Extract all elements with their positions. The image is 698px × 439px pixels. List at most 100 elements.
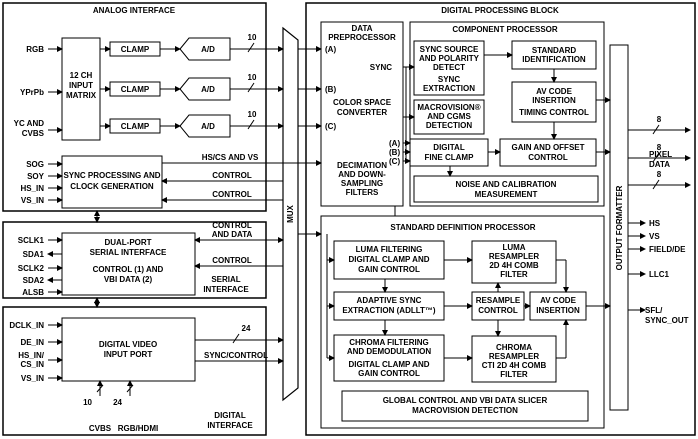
sync-source-label-5: EXTRACTION — [423, 84, 475, 93]
digital-processing-frame — [305, 2, 696, 436]
ad-label-1: A/D — [201, 45, 215, 54]
input-sclk1: SCLK1 — [18, 236, 45, 245]
resample-label-2: CONTROL — [478, 306, 518, 315]
noise-calibration-block — [413, 175, 599, 203]
pre-in-c: (C) — [325, 122, 336, 131]
av-code-label-2: INSERTION — [532, 96, 576, 105]
comp-in-c: (C) — [389, 157, 400, 166]
input-soy: SOY — [27, 172, 45, 181]
pre-label-2: PREPROCESSOR — [328, 33, 396, 42]
input-sda1: SDA1 — [23, 250, 45, 259]
input-cvbs: CVBS — [22, 129, 45, 138]
sync-source-label-4: SYNC — [438, 75, 460, 84]
output-formatter-label: OUTPUT FORMATTER — [615, 185, 624, 270]
decim-label-4: FILTERS — [346, 188, 379, 197]
chroma-res-label-3: CTI 2D 4H COMB — [482, 361, 547, 370]
global-control-block — [341, 390, 589, 422]
serial-block-label-1: DUAL-PORT — [104, 238, 151, 247]
luma-label-1: LUMA FILTERING — [356, 245, 423, 254]
sdp-title: STANDARD DEFINITION PROCESSOR — [390, 223, 535, 232]
analog-title: ANALOG INTERFACE — [93, 6, 176, 15]
noise-label-2: MEASUREMENT — [475, 190, 538, 199]
chroma-label-4: GAIN CONTROL — [358, 369, 420, 378]
cvbs-bottom-label: CVBS — [89, 424, 112, 433]
gain-offset-label-1: GAIN AND OFFSET — [511, 143, 584, 152]
serial-interface-label-1: SERIAL — [211, 275, 240, 284]
serial-interface-frame — [2, 221, 267, 299]
bus-width-1: 10 — [248, 33, 257, 42]
input-rgb: RGB — [26, 45, 44, 54]
sdp-av-code-label-2: INSERTION — [536, 306, 580, 315]
macro-label-2: AND CGMS — [427, 112, 471, 121]
std-id-label-2: IDENTIFICATION — [522, 55, 586, 64]
input-cs-in: CS_IN — [20, 360, 44, 369]
matrix-label-2: INPUT — [69, 81, 93, 90]
adaptive-label-1: ADAPTIVE SYNC — [357, 296, 422, 305]
chroma-res-label-1: CHROMA — [496, 343, 532, 352]
ad-label-3: A/D — [201, 122, 215, 131]
luma-res-label-4: FILTER — [500, 270, 528, 279]
av-code-label-3: TIMING CONTROL — [519, 108, 589, 117]
data-preprocessor-block — [320, 21, 404, 207]
chroma-label-3: DIGITAL CLAMP AND — [348, 360, 429, 369]
ad-label-2: A/D — [201, 85, 215, 94]
input-yprpb: YPrPb — [20, 88, 44, 97]
chroma-res-label-2: RESAMPLER — [489, 352, 539, 361]
sync-source-label-1: SYNC SOURCE — [420, 45, 479, 54]
decim-label-2: AND DOWN- — [338, 170, 386, 179]
sdp-frame — [320, 215, 605, 429]
std-id-label-1: STANDARD — [532, 46, 577, 55]
serial-interface-label-2: INTERFACE — [203, 285, 249, 294]
decim-label-3: SAMPLING — [341, 179, 383, 188]
sync-block-label-1: SYNC PROCESSING AND — [63, 171, 160, 180]
global-label-2: MACROVISION DETECTION — [412, 406, 518, 415]
input-de-in: DE_IN — [20, 338, 44, 347]
luma-res-label-2: RESAMPLER — [489, 252, 539, 261]
input-yc-and: YC AND — [14, 119, 45, 128]
clamp-label-3: CLAMP — [121, 122, 150, 131]
adaptive-label-2: EXTRACTION (ADLLT™) — [342, 306, 436, 315]
chroma-res-label-4: FILTER — [500, 370, 528, 379]
comp-in-a: (A) — [389, 139, 400, 148]
rgb-hdmi-label: RGB/HDMI — [118, 424, 158, 433]
clamp-label-2: CLAMP — [121, 85, 150, 94]
clamp-label-1: CLAMP — [121, 45, 150, 54]
digital-interface-label-2: INTERFACE — [207, 421, 253, 430]
sfl-label-1: SFL/ — [645, 306, 663, 315]
digital-interface-frame — [2, 306, 267, 436]
input-dclk-in: DCLK_IN — [9, 321, 44, 330]
serial-block-label-2: SERIAL INTERFACE — [90, 248, 167, 257]
sync-block-label-2: CLOCK GENERATION — [70, 182, 154, 191]
noise-label-1: NOISE AND CALIBRATION — [456, 180, 557, 189]
sdp-av-code-label-1: AV CODE — [540, 296, 577, 305]
input-sda2: SDA2 — [23, 276, 45, 285]
luma-res-label-3: 2D 4H COMB — [489, 261, 539, 270]
global-label-1: GLOBAL CONTROL AND VBI DATA SLICER — [383, 396, 548, 405]
csc-label-1: COLOR SPACE — [333, 98, 392, 107]
bus-width-24-bottom: 24 — [113, 398, 122, 407]
field-de-label: FIELD/DE — [649, 245, 686, 254]
input-vs-in: VS_IN — [21, 196, 44, 205]
sync-control-label: SYNC/CONTROL — [204, 351, 268, 360]
sync-source-label-3: DETECT — [433, 63, 465, 72]
serial-block-label-3: CONTROL (1) AND — [93, 265, 164, 274]
resample-label-1: RESAMPLE — [476, 296, 521, 305]
dpb-title: DIGITAL PROCESSING BLOCK — [441, 6, 559, 15]
input-hs-in: HS_IN — [20, 184, 44, 193]
bus-width-3: 10 — [248, 110, 257, 119]
comp-in-b: (B) — [389, 148, 400, 157]
pre-in-a: (A) — [325, 45, 336, 54]
input-vs-in-digital: VS_IN — [21, 374, 44, 383]
matrix-label-3: MATRIX — [66, 91, 97, 100]
control-label-1: CONTROL — [212, 171, 252, 180]
dvip-label-1: DIGITAL VIDEO — [99, 340, 157, 349]
matrix-label-1: 12 CH — [70, 71, 93, 80]
input-sclk2: SCLK2 — [18, 264, 45, 273]
chroma-label-1: CHROMA FILTERING — [349, 338, 429, 347]
out-bus-1: 8 — [657, 115, 662, 124]
mux-label: MUX — [286, 204, 295, 222]
gain-offset-label-2: CONTROL — [528, 153, 568, 162]
llc1-label: LLC1 — [649, 270, 670, 279]
luma-label-3: GAIN CONTROL — [358, 265, 420, 274]
mux-block — [282, 26, 299, 402]
